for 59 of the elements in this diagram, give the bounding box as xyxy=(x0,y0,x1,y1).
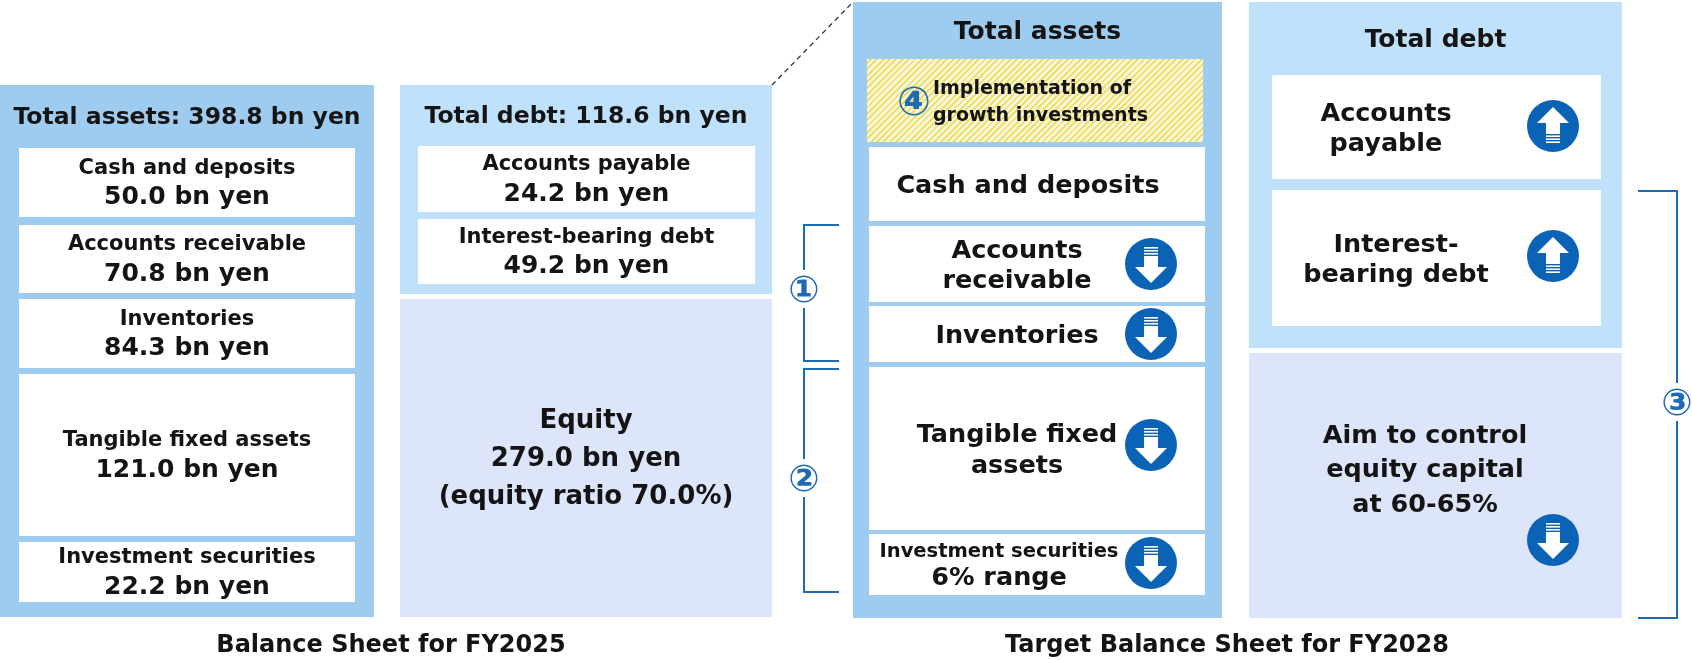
balance-panel xyxy=(853,2,1222,618)
panel-title: Total debt xyxy=(1364,23,1507,54)
account-name: Accounts receivable xyxy=(67,230,307,258)
amount-value: 279.0 bn yen xyxy=(490,441,682,474)
account-name: Inventories xyxy=(935,318,1099,350)
circled-number: ③ xyxy=(1661,383,1692,421)
account-name: Interest-bearing debt xyxy=(458,222,715,250)
circled-number: ④ xyxy=(897,80,931,121)
circled-number: ② xyxy=(788,459,820,497)
amount-value: 70.8 bn yen xyxy=(104,257,270,288)
amount-value: 6% range xyxy=(931,562,1067,591)
caption-text: Target Balance Sheet for FY2028 xyxy=(1005,632,1449,656)
account-name: Investment securities xyxy=(58,543,316,571)
account-card xyxy=(869,534,1205,595)
account-card xyxy=(418,146,755,212)
panel-title: Total assets: 398.8 bn yen xyxy=(13,102,361,131)
account-card xyxy=(1272,190,1601,326)
account-name: Tangible fixed assets xyxy=(915,418,1119,479)
account-name: Equity xyxy=(539,403,633,437)
note-text: Aim to control equity capital at 60-65% xyxy=(1321,418,1529,520)
account-name: Investment securities xyxy=(879,538,1119,563)
equity-panel xyxy=(400,299,772,617)
panel-title: Total debt: 118.6 bn yen xyxy=(424,101,748,130)
account-card xyxy=(1272,75,1601,179)
amount-value: 50.0 bn yen xyxy=(104,181,270,212)
balance-panel xyxy=(1249,2,1622,348)
panel-title: Total assets xyxy=(953,15,1122,46)
account-card xyxy=(869,367,1205,530)
account-name: Cash and deposits xyxy=(78,153,296,181)
account-card xyxy=(418,219,755,284)
account-card xyxy=(19,542,355,602)
account-card xyxy=(869,306,1205,362)
account-card xyxy=(869,226,1205,302)
account-card xyxy=(19,148,355,217)
account-name: Accounts payable xyxy=(1319,96,1453,158)
balance-panel xyxy=(0,85,374,617)
amount-value: 24.2 bn yen xyxy=(503,177,670,208)
equity-panel xyxy=(1249,353,1622,618)
highlight-card xyxy=(867,59,1203,142)
amount-value: 22.2 bn yen xyxy=(104,570,270,601)
account-card xyxy=(869,147,1205,221)
account-name: Accounts receivable xyxy=(941,233,1093,295)
circled-number: ① xyxy=(788,270,820,308)
account-card xyxy=(19,225,355,293)
account-name: Interest-bearing debt xyxy=(1302,227,1490,289)
caption-text: Balance Sheet for FY2025 xyxy=(216,632,566,656)
amount-value: 121.0 bn yen xyxy=(95,453,279,484)
account-card xyxy=(19,299,355,368)
account-name: Inventories xyxy=(119,304,255,332)
account-name: Tangible fixed assets xyxy=(62,426,312,454)
amount-value: 84.3 bn yen xyxy=(104,332,270,363)
dashed-connector-line xyxy=(771,1,854,86)
note-text: Implementation of growth investments xyxy=(932,74,1150,127)
balance-panel xyxy=(400,85,772,294)
ratio-text: (equity ratio 70.0%) xyxy=(438,478,734,512)
account-name: Accounts payable xyxy=(482,150,691,178)
amount-value: 49.2 bn yen xyxy=(503,250,670,281)
account-card xyxy=(19,374,355,536)
account-name: Cash and deposits xyxy=(896,168,1160,200)
